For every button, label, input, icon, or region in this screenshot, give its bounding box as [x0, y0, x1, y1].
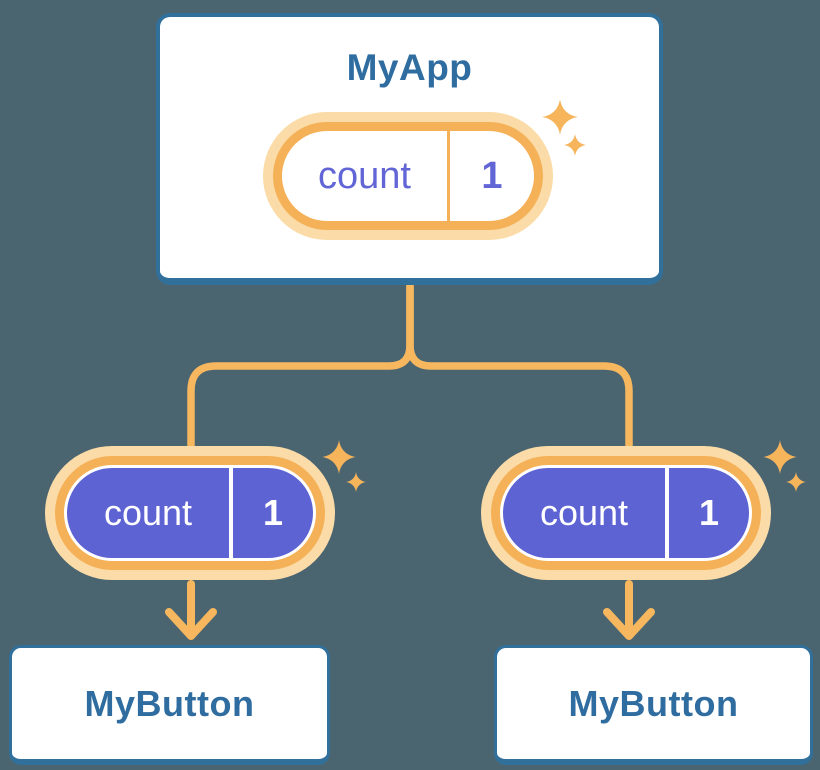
component-card-mybutton-left: MyButton — [9, 645, 330, 765]
component-title: MyApp — [346, 47, 473, 88]
state-pill-body: count 1 — [282, 131, 534, 221]
component-card-mybutton-right: MyButton — [494, 645, 813, 765]
prop-pill-body: count 1 — [500, 465, 752, 561]
arrow-down-icon — [165, 580, 217, 640]
sparkle-icon — [786, 472, 806, 492]
prop-pill-ring: count 1 — [55, 456, 325, 570]
component-title: MyButton — [84, 682, 255, 724]
prop-pill-body: count 1 — [64, 465, 316, 561]
pill-divider — [665, 468, 669, 558]
prop-pill-right: count 1 — [481, 446, 771, 580]
prop-value-label: 1 — [698, 492, 720, 533]
component-title: MyButton — [568, 682, 739, 724]
prop-pill-left: count 1 — [45, 446, 335, 580]
prop-pill-ring: count 1 — [491, 456, 761, 570]
prop-name-label: count — [539, 492, 629, 533]
state-pill-ring: count 1 — [273, 122, 543, 230]
connector-left-branch — [187, 279, 414, 456]
pill-divider — [229, 468, 233, 558]
state-value-label: 1 — [481, 154, 503, 197]
state-name-label: count — [318, 154, 411, 197]
sparkle-icon — [542, 99, 578, 135]
sparkle-icon — [346, 472, 366, 492]
arrow-down-icon — [603, 580, 655, 640]
sparkle-icon — [763, 440, 797, 474]
connector-right-branch — [406, 279, 633, 456]
prop-value-label: 1 — [262, 492, 284, 533]
sparkle-icon — [322, 440, 356, 474]
sparkle-icon — [564, 134, 586, 156]
state-pill: count 1 — [263, 112, 553, 240]
prop-name-label: count — [103, 492, 193, 533]
pill-divider — [447, 131, 450, 221]
